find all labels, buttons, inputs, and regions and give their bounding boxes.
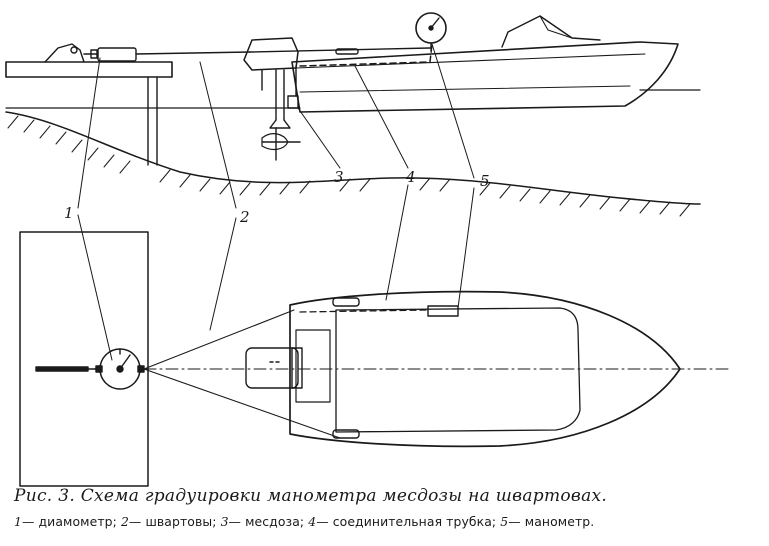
callout-2: 2 [239,208,250,226]
legend-number-2: 2 [120,514,129,529]
outboard-motor [243,37,301,161]
callout-4: 4 [405,168,416,186]
pressure-cell-side [287,65,299,109]
legend-number-3: 3 [220,514,229,529]
figure-legend: 1— диамометр; 2— швартовы; 3— месдоза; 4… [14,514,769,529]
pier-plan [19,231,149,487]
manometer-gauge-icon [415,12,447,51]
legend-text-3: — месдоза; [228,514,305,529]
mooring-lines-plan [143,309,341,439]
pier [5,43,173,166]
water-surface [5,89,701,109]
legend-number-5: 5 [500,514,509,529]
towing-calibration-diagram: 1 2 3 4 5 [5,12,731,487]
leader-lines [77,43,475,361]
mooring-line-side [135,47,431,55]
legend-text-4: — соединительная трубка; [316,514,497,529]
callout-5: 5 [480,172,490,190]
legend-number-4: 4 [308,514,317,529]
boat-plan [245,290,681,448]
plan-view [19,231,731,487]
dynamometer-plan-icon [35,348,145,390]
legend-text-1: — диамометр; [21,514,117,529]
callout-labels: 1 2 3 4 5 [64,168,490,226]
legend-text-2: — швартовы; [128,514,217,529]
boat-side [291,15,679,113]
callout-3: 3 [334,168,344,186]
figure-caption: Рис. 3. Схема градуировки манометра месд… [14,486,608,506]
sea-bed [5,111,701,217]
callout-1: 1 [64,204,74,222]
side-view [5,12,701,217]
legend-text-5: — манометр. [508,514,595,529]
legend-number-1: 1 [14,514,22,529]
dynamometer-side [83,47,137,62]
